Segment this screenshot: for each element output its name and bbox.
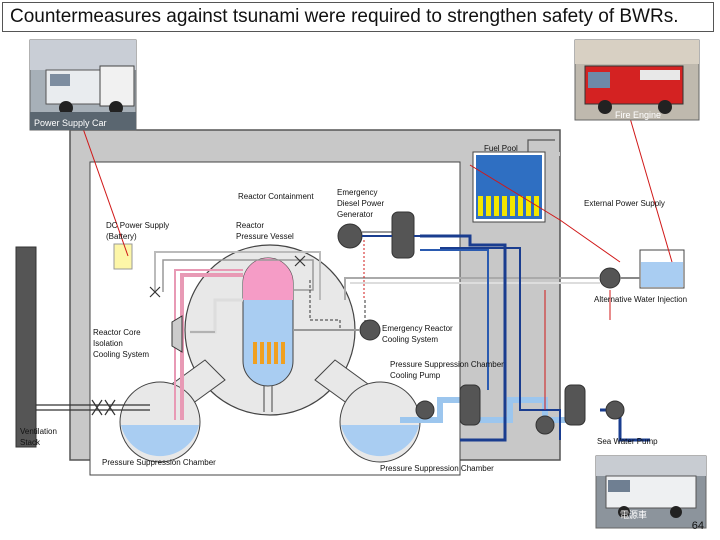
title-bar: Countermeasures against tsunami were req… bbox=[2, 2, 714, 32]
heat-exchanger bbox=[459, 384, 481, 426]
red-line bbox=[469, 164, 621, 263]
suppression-water-right bbox=[341, 425, 419, 457]
sea-water-pump bbox=[535, 415, 555, 435]
ventilation-stack-label-line2: Stack bbox=[20, 438, 41, 447]
heat-exchanger bbox=[564, 384, 586, 426]
eccs-label-line1: Emergency Reactor bbox=[382, 324, 453, 333]
psc-right-label: Pressure Suppression Chamber bbox=[380, 464, 494, 473]
edg-transformer bbox=[391, 211, 415, 259]
fuel-pool-label: Fuel Pool bbox=[484, 144, 518, 153]
page-title: Countermeasures against tsunami were req… bbox=[10, 6, 679, 27]
fire-engine-photo bbox=[574, 39, 700, 121]
rpv-label-line2: Pressure Vessel bbox=[236, 232, 294, 241]
bottom-truck-photo bbox=[595, 455, 707, 529]
rpv-label-line1: Reactor bbox=[236, 221, 265, 230]
cooling-pipe-dark bbox=[420, 234, 507, 442]
external-power-supply-label: External Power Supply bbox=[584, 199, 665, 208]
alt-water-tank-water bbox=[641, 262, 683, 287]
rcic-label-line1: Reactor Core bbox=[93, 328, 141, 337]
red-line bbox=[629, 117, 673, 263]
psc-left-label: Pressure Suppression Chamber bbox=[102, 458, 216, 467]
rpv-steam bbox=[243, 258, 293, 300]
bottom-truck-caption: 電源車 bbox=[620, 510, 648, 520]
power-supply-car-caption: Power Supply Car bbox=[34, 118, 107, 128]
dc-battery bbox=[113, 243, 133, 270]
rcic-turbine bbox=[171, 315, 183, 353]
fuel-rod bbox=[260, 342, 264, 364]
edg-motor bbox=[337, 223, 363, 249]
dc-power-supply-label-line2: (Battery) bbox=[106, 232, 137, 241]
fire-engine-caption: Fire Engine bbox=[615, 110, 662, 120]
alternative-water-injection-label: Alternative Water Injection bbox=[594, 295, 688, 304]
edg-label-line3: Generator bbox=[337, 210, 374, 219]
rcic-label-line2: Isolation bbox=[93, 339, 123, 348]
ventilation-stack bbox=[15, 246, 37, 448]
sea-water-pump bbox=[605, 400, 625, 420]
eccs-label-line2: Cooling System bbox=[382, 335, 439, 344]
fuel-rod bbox=[281, 342, 285, 364]
dc-power-supply-label-line1: DC Power Supply bbox=[106, 221, 170, 230]
edg-label-line2: Diesel Power bbox=[337, 199, 385, 208]
red-line bbox=[79, 119, 129, 257]
fuel-rod bbox=[274, 342, 278, 364]
page-number: 64 bbox=[691, 520, 704, 532]
suppression-water-left bbox=[121, 425, 199, 457]
fuel-pool-water bbox=[476, 155, 542, 219]
ventilation-stack-label-line1: Ventilation bbox=[20, 427, 57, 436]
rcic-label-line3: Cooling System bbox=[93, 350, 150, 359]
alt-water-pump bbox=[599, 267, 621, 289]
pscp-pump bbox=[415, 400, 435, 420]
pscp-label-line1: Pressure Suppression Chamber bbox=[390, 360, 504, 369]
eccs-pump bbox=[359, 319, 381, 341]
sea-water-pump-label: Sea Water Pump bbox=[597, 437, 658, 446]
fuel-rod bbox=[267, 342, 271, 364]
pscp-label-line2: Cooling Pump bbox=[390, 371, 441, 380]
reactor-containment-label: Reactor Containment bbox=[238, 192, 314, 201]
power-supply-car-photo bbox=[29, 39, 137, 131]
steam-pipe bbox=[180, 273, 243, 420]
edg-label-line1: Emergency bbox=[337, 188, 378, 197]
fuel-rod bbox=[253, 342, 257, 364]
